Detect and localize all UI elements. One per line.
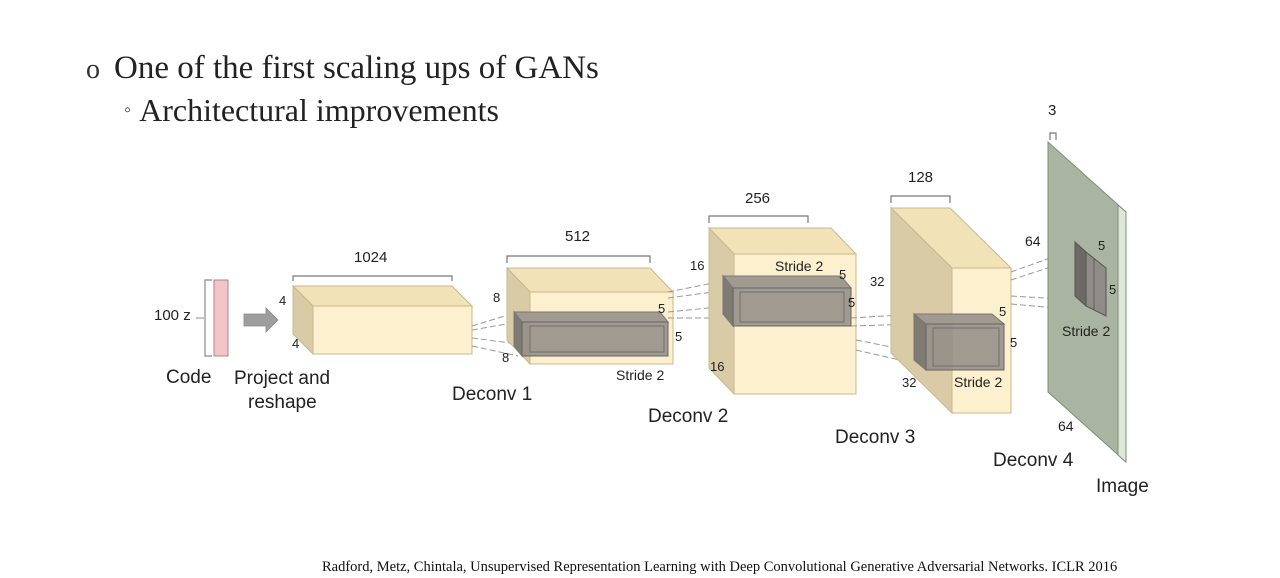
project-label-line1: Project and	[234, 368, 330, 389]
project-depth-bracket	[292, 275, 453, 281]
deconv1-stride-label: Stride 2	[616, 367, 664, 383]
deconv2-depth-bracket	[708, 215, 809, 223]
deconv4-stride-label: Stride 2	[1062, 323, 1110, 339]
code-label: Code	[166, 367, 211, 388]
deconv2-stride-label: Stride 2	[775, 258, 823, 274]
deconv1-height-label: 8	[493, 290, 500, 305]
deconv2-kernel-h-label: 5	[839, 267, 846, 282]
project-arrow	[243, 307, 279, 333]
deconv3-kernel	[912, 312, 1006, 372]
deconv4-kernel-w-label: 5	[1109, 282, 1116, 297]
deconv3-height-label: 32	[870, 274, 884, 289]
deconv4-depth-bracket	[1049, 132, 1057, 140]
right-arrow-icon	[243, 307, 279, 333]
project-block-top	[291, 285, 474, 307]
code-vector: 100 z Code	[154, 279, 229, 388]
deconv1-depth-label: 512	[565, 228, 590, 245]
deconv3-kernel-w-label: 5	[1010, 335, 1017, 350]
deconv1-block: 512 8 8 5 5 Stride 2 Deconv 1	[452, 228, 682, 405]
deconv4-kernel-h-label: 5	[1098, 238, 1105, 253]
deconv3-label: Deconv 3	[835, 427, 915, 448]
deconv2-kernel	[721, 274, 853, 328]
bullet-level1: o One of the first scaling ups of GANs	[86, 50, 599, 87]
deconv2-block: 256 16 16 5 5 Stride 2 Deconv 2	[648, 190, 858, 427]
deconv2-label: Deconv 2	[648, 406, 728, 427]
deconv3-depth-bracket	[890, 195, 951, 203]
deconv4-kernel	[1074, 240, 1107, 317]
deconv1-kernel	[512, 310, 670, 358]
deconv1-block-top	[505, 267, 675, 293]
code-bar	[213, 279, 229, 357]
deconv1-label: Deconv 1	[452, 384, 532, 405]
deconv4-depth-label: 3	[1048, 102, 1056, 119]
bullet-text: Architectural improvements	[139, 92, 499, 128]
deconv3-width-label: 32	[902, 375, 916, 390]
deconv1-kernel-h-label: 5	[658, 301, 665, 316]
project-block: 1024 4 4 Project and reshape	[234, 249, 474, 413]
deconv4-height-label: 64	[1025, 233, 1041, 249]
bullet-text: One of the first scaling ups of GANs	[114, 50, 599, 86]
deconv2-height-label: 16	[690, 258, 704, 273]
project-width-label: 4	[292, 336, 299, 351]
deconv1-depth-bracket	[506, 255, 651, 263]
bullet-circle-icon: o	[86, 54, 100, 85]
deconv4-label: Deconv 4	[993, 450, 1074, 471]
deconv3-stride-label: Stride 2	[954, 374, 1002, 390]
deconv2-block-top	[707, 227, 858, 255]
deconv4-width-label: 64	[1058, 418, 1074, 434]
bullet-small-circle-icon: ◦	[124, 99, 132, 121]
project-height-label: 4	[279, 293, 286, 308]
deconv3-block: 128 32 32 5 5 Stride 2 Deconv 3	[835, 169, 1017, 448]
bullet-level2: ◦ Architectural improvements	[124, 92, 499, 129]
deconv3-kernel-h-label: 5	[999, 304, 1006, 319]
deconv2-kernel-w-label: 5	[848, 295, 855, 310]
deconv2-depth-label: 256	[745, 190, 770, 207]
citation: Radford, Metz, Chintala, Unsupervised Re…	[322, 559, 1118, 575]
image-plane-edge	[1117, 203, 1127, 464]
project-depth-label: 1024	[354, 249, 387, 266]
code-bracket	[204, 279, 212, 357]
deconv3-depth-label: 128	[908, 169, 933, 186]
image-label: Image	[1096, 476, 1149, 497]
project-label-line2: reshape	[248, 392, 317, 413]
deconv1-kernel-w-label: 5	[675, 329, 682, 344]
project-block-front	[312, 305, 473, 355]
code-dim-label: 100 z	[154, 307, 191, 324]
deconv2-width-label: 16	[710, 359, 724, 374]
deconv1-width-label: 8	[502, 350, 509, 365]
image-plane: 3 64 64 5 5 Stride 2 Deconv 4 Image	[993, 102, 1149, 497]
